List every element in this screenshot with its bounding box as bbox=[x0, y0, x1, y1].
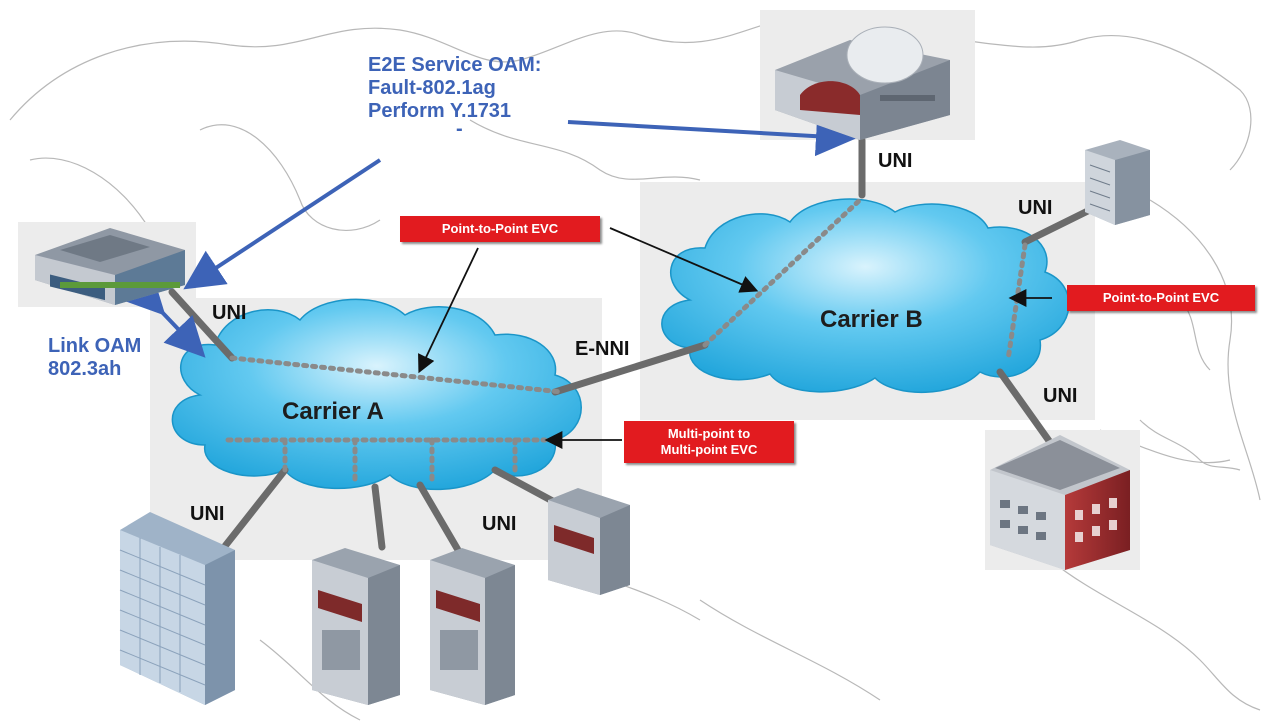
link-oam-arrow bbox=[123, 273, 206, 358]
e2e-oam-line3: Perform Y.1731 bbox=[368, 100, 512, 122]
carrier-b-label: Carrier B bbox=[820, 306, 923, 333]
red-building-icon bbox=[990, 435, 1130, 570]
enni-label: E-NNI bbox=[575, 338, 630, 360]
e2e-oam-dash: - bbox=[456, 118, 463, 140]
link-oam-line2: 802.3ah bbox=[48, 358, 122, 380]
mp-evc-line2: Multi-point EVC bbox=[660, 442, 758, 457]
e2e-oam-arrow-right bbox=[567, 116, 856, 157]
uni-label-offices: UNI bbox=[482, 513, 517, 535]
tower-building-icon bbox=[1085, 140, 1150, 225]
office-building-icon-1 bbox=[312, 548, 400, 705]
link-oam-label: Link OAM 802.3ah bbox=[48, 335, 141, 381]
e2e-oam-arrow-left bbox=[183, 158, 382, 290]
branch-building-icon bbox=[35, 228, 185, 305]
p2p-evc-b-label: Point-to-Point EVC bbox=[1067, 285, 1255, 311]
office-building-icon-3 bbox=[548, 488, 630, 595]
uni-label-branch: UNI bbox=[212, 302, 247, 324]
mp-evc-label: Multi-point to Multi-point EVC bbox=[624, 421, 794, 463]
carrier-b-cloud bbox=[661, 198, 1070, 393]
p2p-a-arrow-down bbox=[418, 247, 479, 374]
e2e-oam-line2: Fault-802.1ag bbox=[368, 77, 496, 99]
hq-building-icon bbox=[775, 26, 950, 140]
uni-label-tower: UNI bbox=[1018, 197, 1053, 219]
evc-dotted-paths bbox=[225, 195, 1028, 488]
p2p-a-arrow-right bbox=[609, 227, 759, 293]
link-oam-line1: Link OAM bbox=[48, 335, 142, 357]
glass-tower-icon bbox=[119, 512, 235, 705]
mp-evc-line1: Multi-point to bbox=[667, 426, 751, 441]
office-building-icon-2 bbox=[430, 548, 515, 705]
uni-label-red-building: UNI bbox=[1043, 385, 1078, 407]
e2e-oam-line1: E2E Service OAM: bbox=[368, 54, 542, 76]
uni-label-glass-tower: UNI bbox=[190, 503, 225, 525]
enni-link bbox=[551, 341, 709, 396]
p2p-evc-a-label: Point-to-Point EVC bbox=[400, 216, 600, 242]
e2e-oam-label: E2E Service OAM: Fault-802.1ag Perform Y… bbox=[368, 54, 542, 140]
carrier-a-label: Carrier A bbox=[282, 398, 384, 425]
uni-label-hq: UNI bbox=[878, 150, 913, 172]
